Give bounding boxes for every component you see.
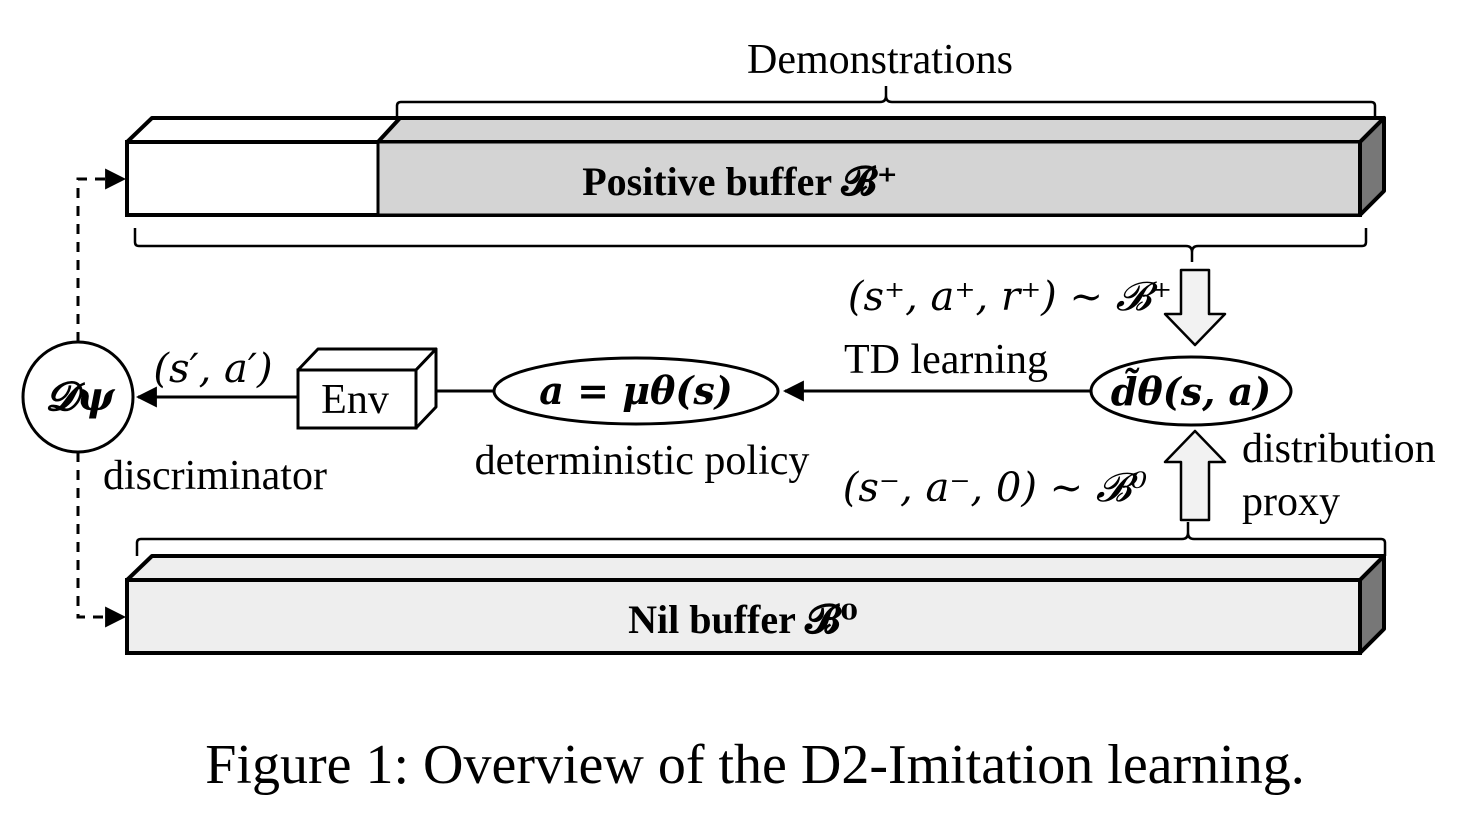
demonstrations-brace — [395, 86, 1377, 118]
positive-buffer: Positive buffer 𝓑⁺ — [125, 116, 1386, 217]
positive-sample-label: (s⁺, a⁺, r⁺) ~ 𝓑⁺ — [848, 274, 1172, 320]
proxy-node — [1089, 355, 1293, 427]
positive-sample-arrow — [1163, 268, 1227, 347]
proxy-label: proxy — [1242, 479, 1340, 525]
policy-caption: deterministic policy — [475, 438, 810, 484]
td-learning-label: TD learning — [844, 337, 1048, 383]
policy-node-label: a = μθ(s) — [539, 368, 732, 413]
proxy-node-label: d̃θ(s, a) — [1111, 368, 1271, 414]
nil-buffer-brace — [135, 522, 1387, 556]
figure-caption: Figure 1: Overview of the D2-Imitation l… — [205, 734, 1305, 796]
env-box: Env — [296, 347, 438, 430]
discriminator-to-nil-dashed — [76, 452, 127, 628]
nil-buffer-label: Nil buffer 𝓑⁰ — [628, 597, 858, 642]
negative-sample-arrow — [1163, 429, 1227, 522]
nil-buffer: Nil buffer 𝓑⁰ — [125, 554, 1386, 655]
env-label: Env — [321, 377, 389, 423]
demonstrations-label: Demonstrations — [747, 37, 1013, 83]
positive-buffer-brace — [133, 228, 1368, 262]
negative-sample-label: (s⁻, a⁻, 0) ~ 𝓑⁰ — [843, 465, 1147, 511]
discriminator-caption: discriminator — [103, 453, 327, 499]
discriminator-to-positive-dashed — [76, 168, 127, 342]
distribution-label: distribution — [1242, 426, 1436, 472]
transition-label: (s′, a′) — [153, 346, 272, 392]
positive-buffer-label: Positive buffer 𝓑⁺ — [582, 159, 898, 204]
discriminator-node-label: 𝓓ψ — [46, 373, 116, 420]
